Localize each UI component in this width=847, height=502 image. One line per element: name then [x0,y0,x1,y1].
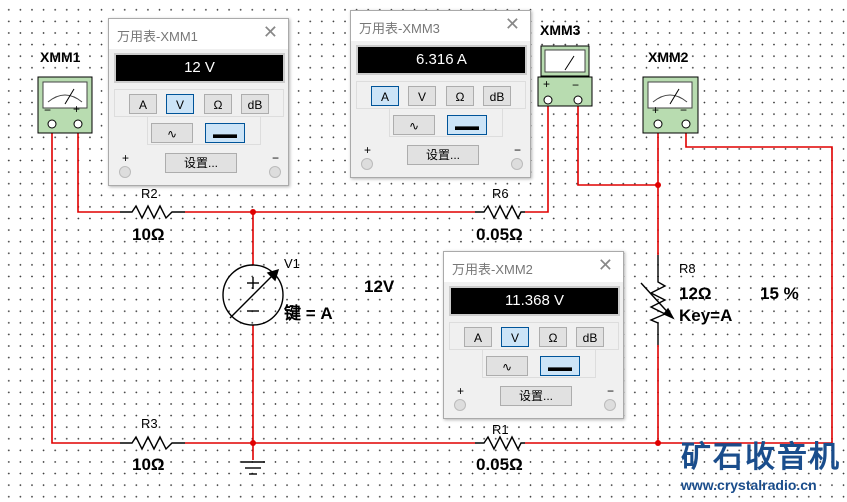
minus-label: − [272,151,280,165]
r3-value: 10Ω [132,455,165,474]
potentiometer-r8[interactable] [640,255,675,345]
positive-terminal[interactable] [454,399,466,411]
resistor-r2[interactable] [120,204,185,220]
xmm3-icon[interactable] [537,45,593,107]
sine-wave-icon: ∿ [501,360,513,374]
negative-terminal[interactable] [511,158,523,170]
close-icon[interactable]: ✕ [262,22,278,42]
reading-display: 11.368 V [449,286,620,316]
xmm3-label: XMM3 [540,22,581,38]
voltmeter-button[interactable]: V [501,327,529,347]
ac-button[interactable]: ∿ [151,123,193,143]
ammeter-button[interactable]: A [371,86,399,106]
xmm3-plus: + [543,77,551,91]
settings-button[interactable]: 设置... [165,153,237,173]
multimeter-panel-xmm1[interactable]: 万用表-XMM1 ✕ 12 V A V Ω dB ∿ ▬▬ 设置... + − [108,18,289,186]
r2-value: 10Ω [132,225,165,244]
r8-key: Key=A [679,306,733,325]
dc-button[interactable]: ▬▬ [205,123,245,143]
dc-button[interactable]: ▬▬ [540,356,580,376]
v1-name: V1 [284,256,300,271]
plus-label: + [122,151,130,165]
multimeter-icons [37,45,699,134]
xmm2-minus: − [680,103,688,117]
settings-button[interactable]: 设置... [407,145,479,165]
reading-display: 12 V [114,53,285,83]
panel-title: 万用表-XMM1 [117,29,198,44]
dc-line-icon: ▬▬ [213,127,237,141]
positive-terminal[interactable] [361,158,373,170]
ammeter-button[interactable]: A [129,94,157,114]
watermark-url: www.crystalradio.cn [681,477,817,493]
multimeter-panel-xmm2[interactable]: 万用表-XMM2 ✕ 11.368 V A V Ω dB ∿ ▬▬ 设置... +… [443,251,624,419]
db-button[interactable]: dB [483,86,511,106]
sine-wave-icon: ∿ [166,127,178,141]
ground-icon [241,461,265,475]
ac-button[interactable]: ∿ [393,115,435,135]
negative-terminal[interactable] [604,399,616,411]
voltage-source-v1[interactable] [222,264,284,326]
r1-name: R1 [492,422,509,437]
ammeter-button[interactable]: A [464,327,492,347]
xmm1-minus: − [44,103,52,117]
db-button[interactable]: dB [241,94,269,114]
plus-label: + [364,143,372,157]
panel-title: 万用表-XMM3 [359,21,440,36]
dc-button[interactable]: ▬▬ [447,115,487,135]
close-icon[interactable]: ✕ [504,14,520,34]
watermark-title: 矿石收音机 [681,441,841,474]
db-button[interactable]: dB [576,327,604,347]
ohmmeter-button[interactable]: Ω [539,327,567,347]
panel-title: 万用表-XMM2 [452,262,533,277]
r6-value: 0.05Ω [476,225,523,244]
v1-key: 键 = A [284,304,333,323]
minus-label: − [514,143,522,157]
reading-display: 6.316 A [356,45,527,75]
voltmeter-button[interactable]: V [408,86,436,106]
ac-button[interactable]: ∿ [486,356,528,376]
resistor-r6[interactable] [475,204,525,220]
ohmmeter-button[interactable]: Ω [446,86,474,106]
resistor-r1[interactable] [475,435,525,451]
junctions [250,182,661,446]
xmm1-icon[interactable] [37,76,93,134]
voltmeter-button[interactable]: V [166,94,194,114]
r1-value: 0.05Ω [476,455,523,474]
sine-wave-icon: ∿ [408,119,420,133]
r8-value: 12Ω [679,284,712,303]
r3-name: R3 [141,416,158,431]
resistor-r3[interactable] [120,435,185,451]
dc-line-icon: ▬▬ [548,360,572,374]
xmm1-plus: + [73,102,81,116]
multimeter-panel-xmm3[interactable]: 万用表-XMM3✕ 6.316 A A V Ω dB ∿ ▬▬ 设置... + … [350,10,531,178]
plus-label: + [457,384,465,398]
dc-line-icon: ▬▬ [455,119,479,133]
r8-percent: 15 % [760,284,799,303]
xmm2-icon[interactable] [642,76,699,134]
ohmmeter-button[interactable]: Ω [204,94,232,114]
wires [51,100,833,460]
settings-button[interactable]: 设置... [500,386,572,406]
xmm3-minus: − [572,78,580,92]
watermark-logo: 矿石收音机 www.crystalradio.cn [681,441,841,495]
minus-label: − [607,384,615,398]
negative-terminal[interactable] [269,166,281,178]
positive-terminal[interactable] [119,166,131,178]
close-icon[interactable]: ✕ [597,255,613,275]
v1-value: 12V [364,277,395,296]
r8-name: R8 [679,261,696,276]
r2-name: R2 [141,186,158,201]
xmm2-plus: + [652,103,660,117]
xmm2-label: XMM2 [648,49,689,65]
r6-name: R6 [492,186,509,201]
xmm1-label: XMM1 [40,49,81,65]
